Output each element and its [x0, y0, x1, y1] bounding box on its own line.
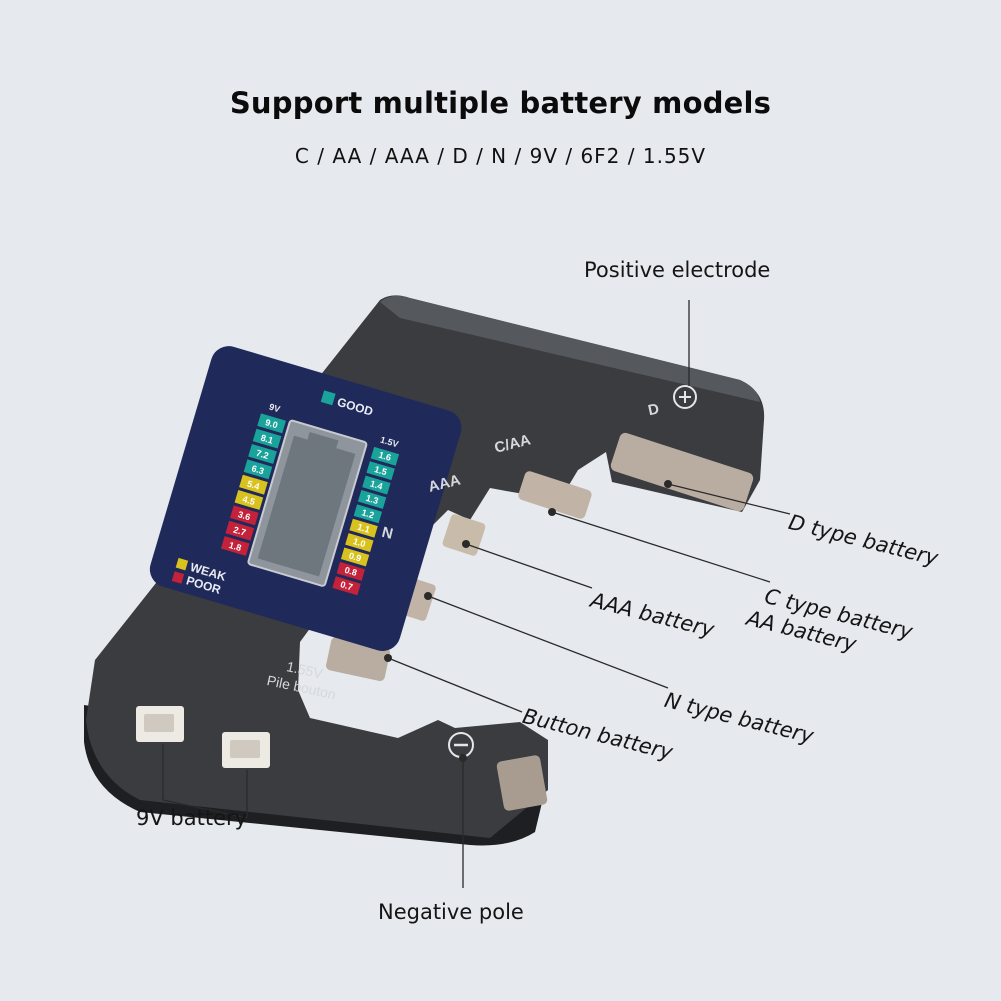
slot-label-button-voltage: 1.55V — [285, 658, 325, 681]
right-scale-cell — [332, 576, 361, 596]
right-scale-value: 1.6 — [377, 450, 392, 463]
callout-positive-electrode: Positive electrode — [584, 258, 771, 282]
page-title: Support multiple battery models — [229, 86, 772, 120]
slot-label-d: D — [646, 400, 660, 419]
right-scale-cell — [357, 490, 387, 509]
right-scale-value: 0.8 — [343, 565, 358, 578]
left-scale-cell — [239, 474, 268, 495]
callout-leader-lines — [162, 300, 791, 888]
right-scale-cell — [366, 461, 395, 481]
left-scale-value: 6.3 — [250, 463, 265, 476]
positive-symbol-icon — [673, 385, 697, 409]
left-scale-value: 2.7 — [232, 525, 247, 538]
left-scale-cell — [234, 490, 264, 510]
right-scale-cell — [345, 533, 374, 553]
right-scale-cell — [349, 518, 378, 538]
left-scale-value: 7.2 — [255, 448, 270, 461]
left-scale-value: 8.1 — [260, 433, 275, 446]
left-scale-value: 4.5 — [241, 494, 256, 507]
left-scale-cell — [225, 520, 255, 541]
left-scale-header: 9V — [268, 402, 281, 415]
left-scale-value: 1.8 — [228, 540, 243, 553]
left-scale-cell — [252, 428, 282, 449]
right-scale-cell — [353, 504, 383, 524]
left-scale-cell — [243, 459, 273, 480]
right-scale-cell — [362, 475, 391, 495]
nine-v-terminals — [136, 706, 270, 768]
left-scale-cell — [220, 536, 250, 556]
right-scale-cell — [370, 446, 400, 466]
right-scale-value: 1.2 — [360, 507, 375, 520]
right-scale-value: 1.0 — [352, 536, 367, 549]
right-scale-value: 1.3 — [365, 493, 380, 506]
right-scale-value: 0.7 — [339, 579, 354, 592]
supported-models: C / AA / AAA / D / N / 9V / 6F2 / 1.55V — [294, 144, 707, 168]
left-scale-value: 9.0 — [264, 417, 279, 430]
right-scale-value: 0.9 — [348, 550, 363, 563]
poor-swatch — [171, 571, 185, 584]
callout-9v-battery: 9V battery — [136, 806, 248, 830]
right-scale-cell — [340, 547, 370, 567]
slot-label-n: N — [380, 524, 395, 543]
right-scale-value: 1.1 — [356, 522, 371, 535]
display-panel: 9.0 8.1 7.2 6.3 5.4 4.5 3.6 2.7 1.8 1.61.5 1.41.3… — [149, 346, 462, 651]
left-scale-cell — [248, 444, 277, 464]
device-body — [86, 295, 765, 838]
good-swatch — [320, 390, 336, 406]
callout-negative-pole: Negative pole — [378, 900, 524, 924]
right-scale-cell — [336, 561, 365, 581]
left-scale-cell — [230, 505, 259, 526]
left-scale-cell — [257, 413, 286, 434]
right-scale-value: 1.4 — [369, 479, 384, 492]
left-scale-value: 5.4 — [246, 479, 261, 492]
left-scale-value: 3.6 — [237, 509, 252, 522]
weak-swatch — [175, 557, 189, 571]
right-scale-value: 1.5 — [373, 464, 388, 477]
